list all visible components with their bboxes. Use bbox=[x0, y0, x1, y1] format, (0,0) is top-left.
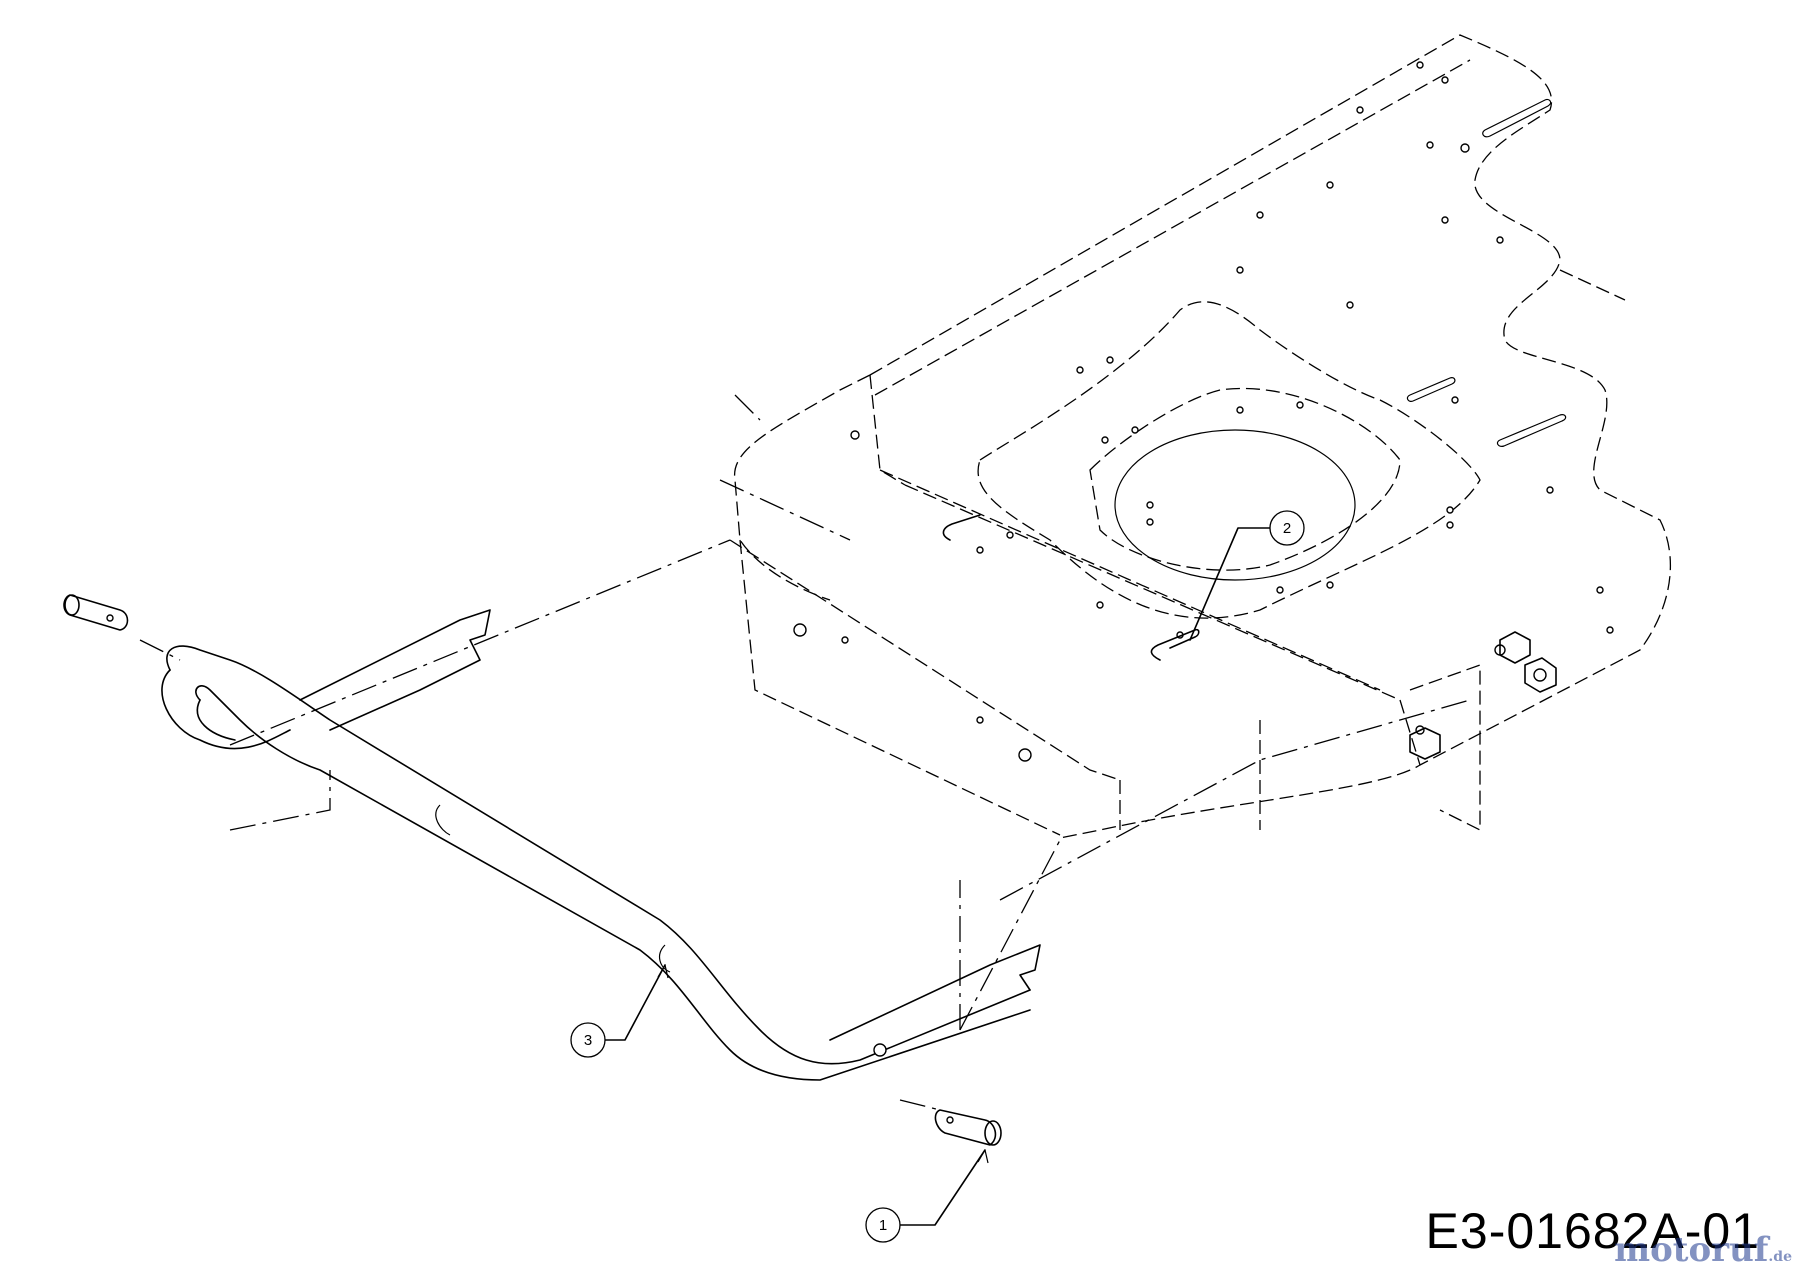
callout-label-2: 2 bbox=[1283, 520, 1291, 537]
callout-part-1: 1 bbox=[865, 1207, 901, 1243]
watermark-logo: motoruf.de bbox=[1614, 1230, 1792, 1270]
watermark-name: motoruf bbox=[1614, 1230, 1769, 1270]
callout-leaders bbox=[604, 527, 1271, 1226]
drawing-code: E3-01682A-01 bbox=[1425, 1203, 1760, 1259]
callout-part-2: 2 bbox=[1269, 510, 1305, 546]
frame-holes bbox=[793, 61, 1614, 762]
callout-label-3: 3 bbox=[584, 1032, 592, 1049]
watermark-tld: .de bbox=[1768, 1249, 1792, 1265]
leader-part-3 bbox=[604, 964, 666, 1041]
bumper-bar-part-3[interactable] bbox=[161, 609, 1041, 1081]
callout-part-3: 3 bbox=[570, 1022, 606, 1058]
clevis-pin-part-1[interactable] bbox=[63, 594, 1002, 1146]
hairpin-clip-part-2 bbox=[942, 514, 1200, 661]
leader-part-1 bbox=[899, 1149, 986, 1226]
frame-plate bbox=[729, 34, 1671, 839]
center-lines bbox=[139, 394, 1471, 1111]
frame-nuts bbox=[1409, 631, 1557, 760]
leader-part-2 bbox=[1189, 527, 1271, 641]
callout-label-1: 1 bbox=[879, 1217, 887, 1234]
